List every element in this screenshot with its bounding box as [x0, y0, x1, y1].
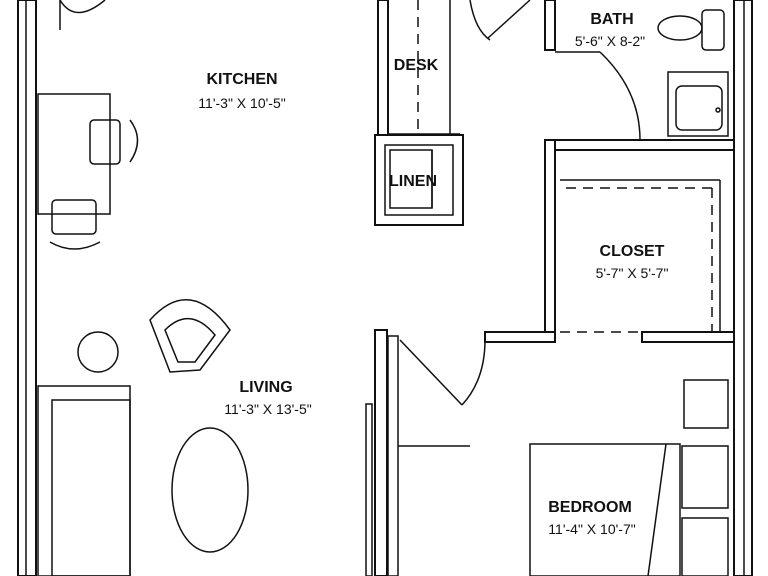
- coffee-table-icon: [171, 427, 249, 553]
- chair-icon: [89, 119, 139, 165]
- sink-basin: [675, 85, 723, 131]
- chair-icon: [49, 199, 101, 250]
- linen-label: LINEN: [389, 173, 437, 190]
- left-exterior-wall: [17, 0, 37, 576]
- kitchen-dimensions: 11'-3" X 10'-5": [198, 95, 285, 111]
- desk-door-leaf: [487, 0, 531, 39]
- bedroom-top-wall-right: [641, 331, 735, 343]
- chair-back: [129, 119, 139, 163]
- bath-bottom-wall: [544, 139, 735, 151]
- desk-wall: [377, 0, 389, 139]
- table-top: [37, 93, 111, 215]
- sink-drain: [715, 107, 721, 113]
- outer-walls: [17, 0, 753, 576]
- bed-cover-fold: [647, 443, 667, 576]
- bedroom-left-wall-inner: [387, 335, 399, 576]
- sink-icon: [667, 71, 729, 137]
- closet-label: CLOSET: [600, 243, 665, 260]
- nightstand-top: [683, 379, 729, 429]
- desk-label: DESK: [394, 57, 439, 74]
- right-exterior-wall: [733, 0, 753, 576]
- toilet-tank: [701, 9, 725, 51]
- dining-table: [37, 93, 139, 250]
- bath-label: BATH: [590, 11, 633, 28]
- side-table-icon: [77, 331, 119, 373]
- dresser-drawer-2: [681, 517, 729, 576]
- sofa: [37, 385, 131, 576]
- bath-door-swing: [599, 51, 641, 141]
- bed: [529, 443, 681, 576]
- kitchen-label: KITCHEN: [206, 71, 277, 88]
- kitchen-door-swing: [59, 0, 106, 14]
- chair-seat-2: [51, 199, 97, 235]
- bed-frame: [529, 443, 681, 576]
- vanity: [667, 71, 729, 137]
- living-dimensions: 11'-3" X 13'-5": [224, 401, 311, 417]
- bedroom-label: BEDROOM: [548, 499, 632, 516]
- closet-left-wall: [544, 139, 556, 336]
- closet: CLOSET 5'-7" X 5'-7": [560, 179, 721, 334]
- bedroom-door-swing: [461, 339, 486, 406]
- chair-seat: [89, 119, 121, 165]
- bath-dimensions: 5'-6" X 8-2": [575, 33, 645, 49]
- bedroom-left-wall: [374, 329, 388, 576]
- bath-left-wall-top: [544, 0, 556, 51]
- bedroom-door-leaf: [399, 339, 463, 406]
- armchair-body: [149, 299, 231, 373]
- sofa-cushion: [51, 399, 131, 576]
- dresser-drawer-1: [681, 445, 729, 509]
- armchair-icon: [149, 299, 231, 373]
- bedroom-top-wall-left: [484, 331, 556, 343]
- toilet-icon: [657, 9, 725, 51]
- desk-counter: DESK: [377, 0, 460, 139]
- linen-inner: [384, 144, 454, 216]
- toilet-bowl: [657, 15, 703, 41]
- closet-dimensions: 5'-7" X 5'-7": [596, 265, 669, 281]
- armchair-seat: [164, 317, 216, 363]
- bedroom-dimensions: 11'-4" X 10'-7": [548, 521, 635, 537]
- tv-stand: [365, 403, 373, 576]
- chair-back-2: [49, 241, 101, 250]
- desk-door-swing: [469, 0, 491, 41]
- living-label: LIVING: [239, 379, 292, 396]
- linen-closet: LINEN: [374, 134, 464, 226]
